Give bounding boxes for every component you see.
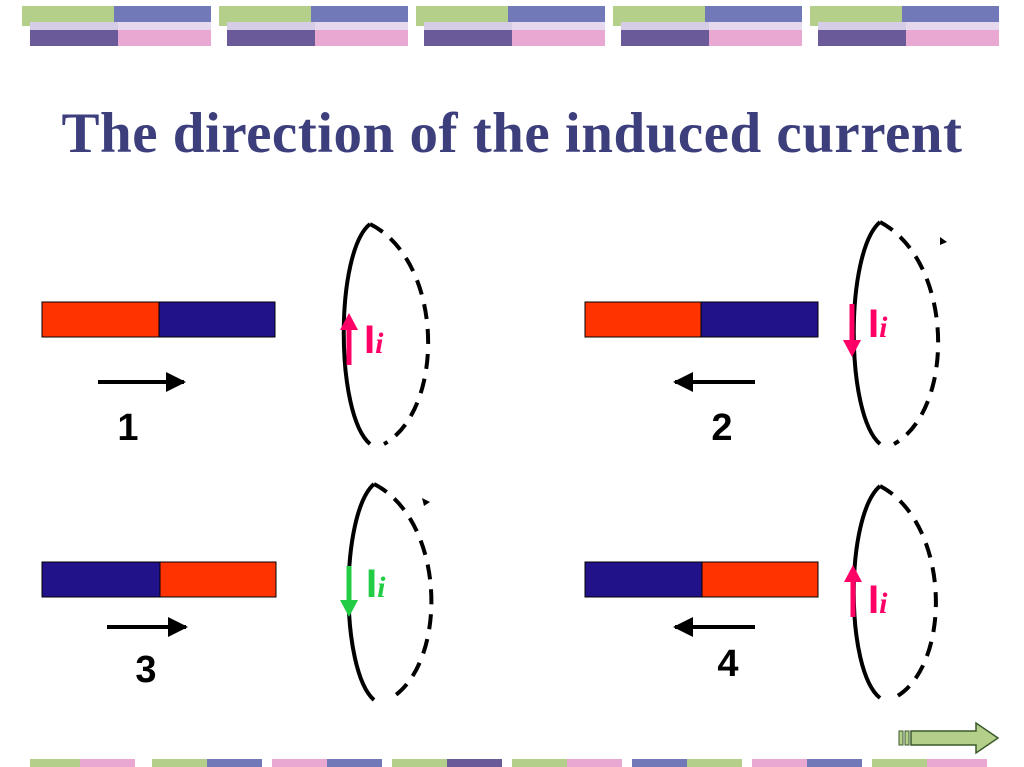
bottom-decorative-band — [30, 759, 987, 767]
current-label-symbol: I — [868, 302, 880, 346]
case-2 — [584, 220, 947, 446]
loop-back-arc — [369, 222, 430, 446]
case-number-4: 4 — [717, 643, 739, 685]
induced-current-arrow-down — [340, 566, 358, 617]
magnet-south-pole — [158, 301, 276, 338]
magnet-north-pole — [584, 301, 702, 338]
current-label-symbol: I — [868, 578, 880, 622]
loop-tick-mark — [940, 237, 947, 245]
next-slide-button[interactable] — [898, 721, 1000, 755]
current-label-subscript: i — [375, 327, 384, 360]
current-label-subscript: i — [879, 311, 888, 344]
case-number-2: 2 — [711, 407, 733, 449]
magnet-north-pole — [41, 301, 160, 338]
magnet-south-pole — [700, 301, 819, 338]
loop-front-arc — [341, 222, 372, 446]
loop-back-arc — [373, 482, 434, 702]
loop-tick-mark — [422, 498, 430, 506]
magnet-north-pole — [701, 561, 819, 598]
current-label-subscript: i — [377, 571, 386, 604]
case-number-3: 3 — [135, 649, 157, 691]
case-4 — [584, 484, 938, 700]
case-1 — [41, 222, 430, 446]
top-decorative-band — [22, 6, 999, 46]
magnet-south-pole — [584, 561, 703, 598]
current-label-4: Ii — [868, 578, 887, 626]
current-label-3: Ii — [366, 562, 385, 610]
current-label-1: Ii — [364, 318, 383, 366]
loop-back-arc — [879, 484, 938, 700]
case-3 — [41, 482, 434, 702]
case-number-1: 1 — [117, 407, 139, 449]
magnet-north-pole — [159, 561, 277, 598]
current-label-symbol: I — [366, 562, 378, 606]
slide-title: The direction of the induced current — [61, 102, 963, 165]
current-label-symbol: I — [364, 318, 376, 362]
arrow-right-icon — [898, 721, 1000, 755]
induced-current-arrow-up — [340, 313, 358, 365]
current-label-2: Ii — [868, 302, 887, 350]
band-segment — [22, 6, 211, 46]
induced-current-arrow-up — [844, 565, 862, 617]
magnet-south-pole — [41, 561, 161, 598]
induced-current-arrow-down — [843, 304, 861, 357]
loop-back-arc — [879, 220, 940, 446]
current-label-subscript: i — [879, 587, 888, 620]
